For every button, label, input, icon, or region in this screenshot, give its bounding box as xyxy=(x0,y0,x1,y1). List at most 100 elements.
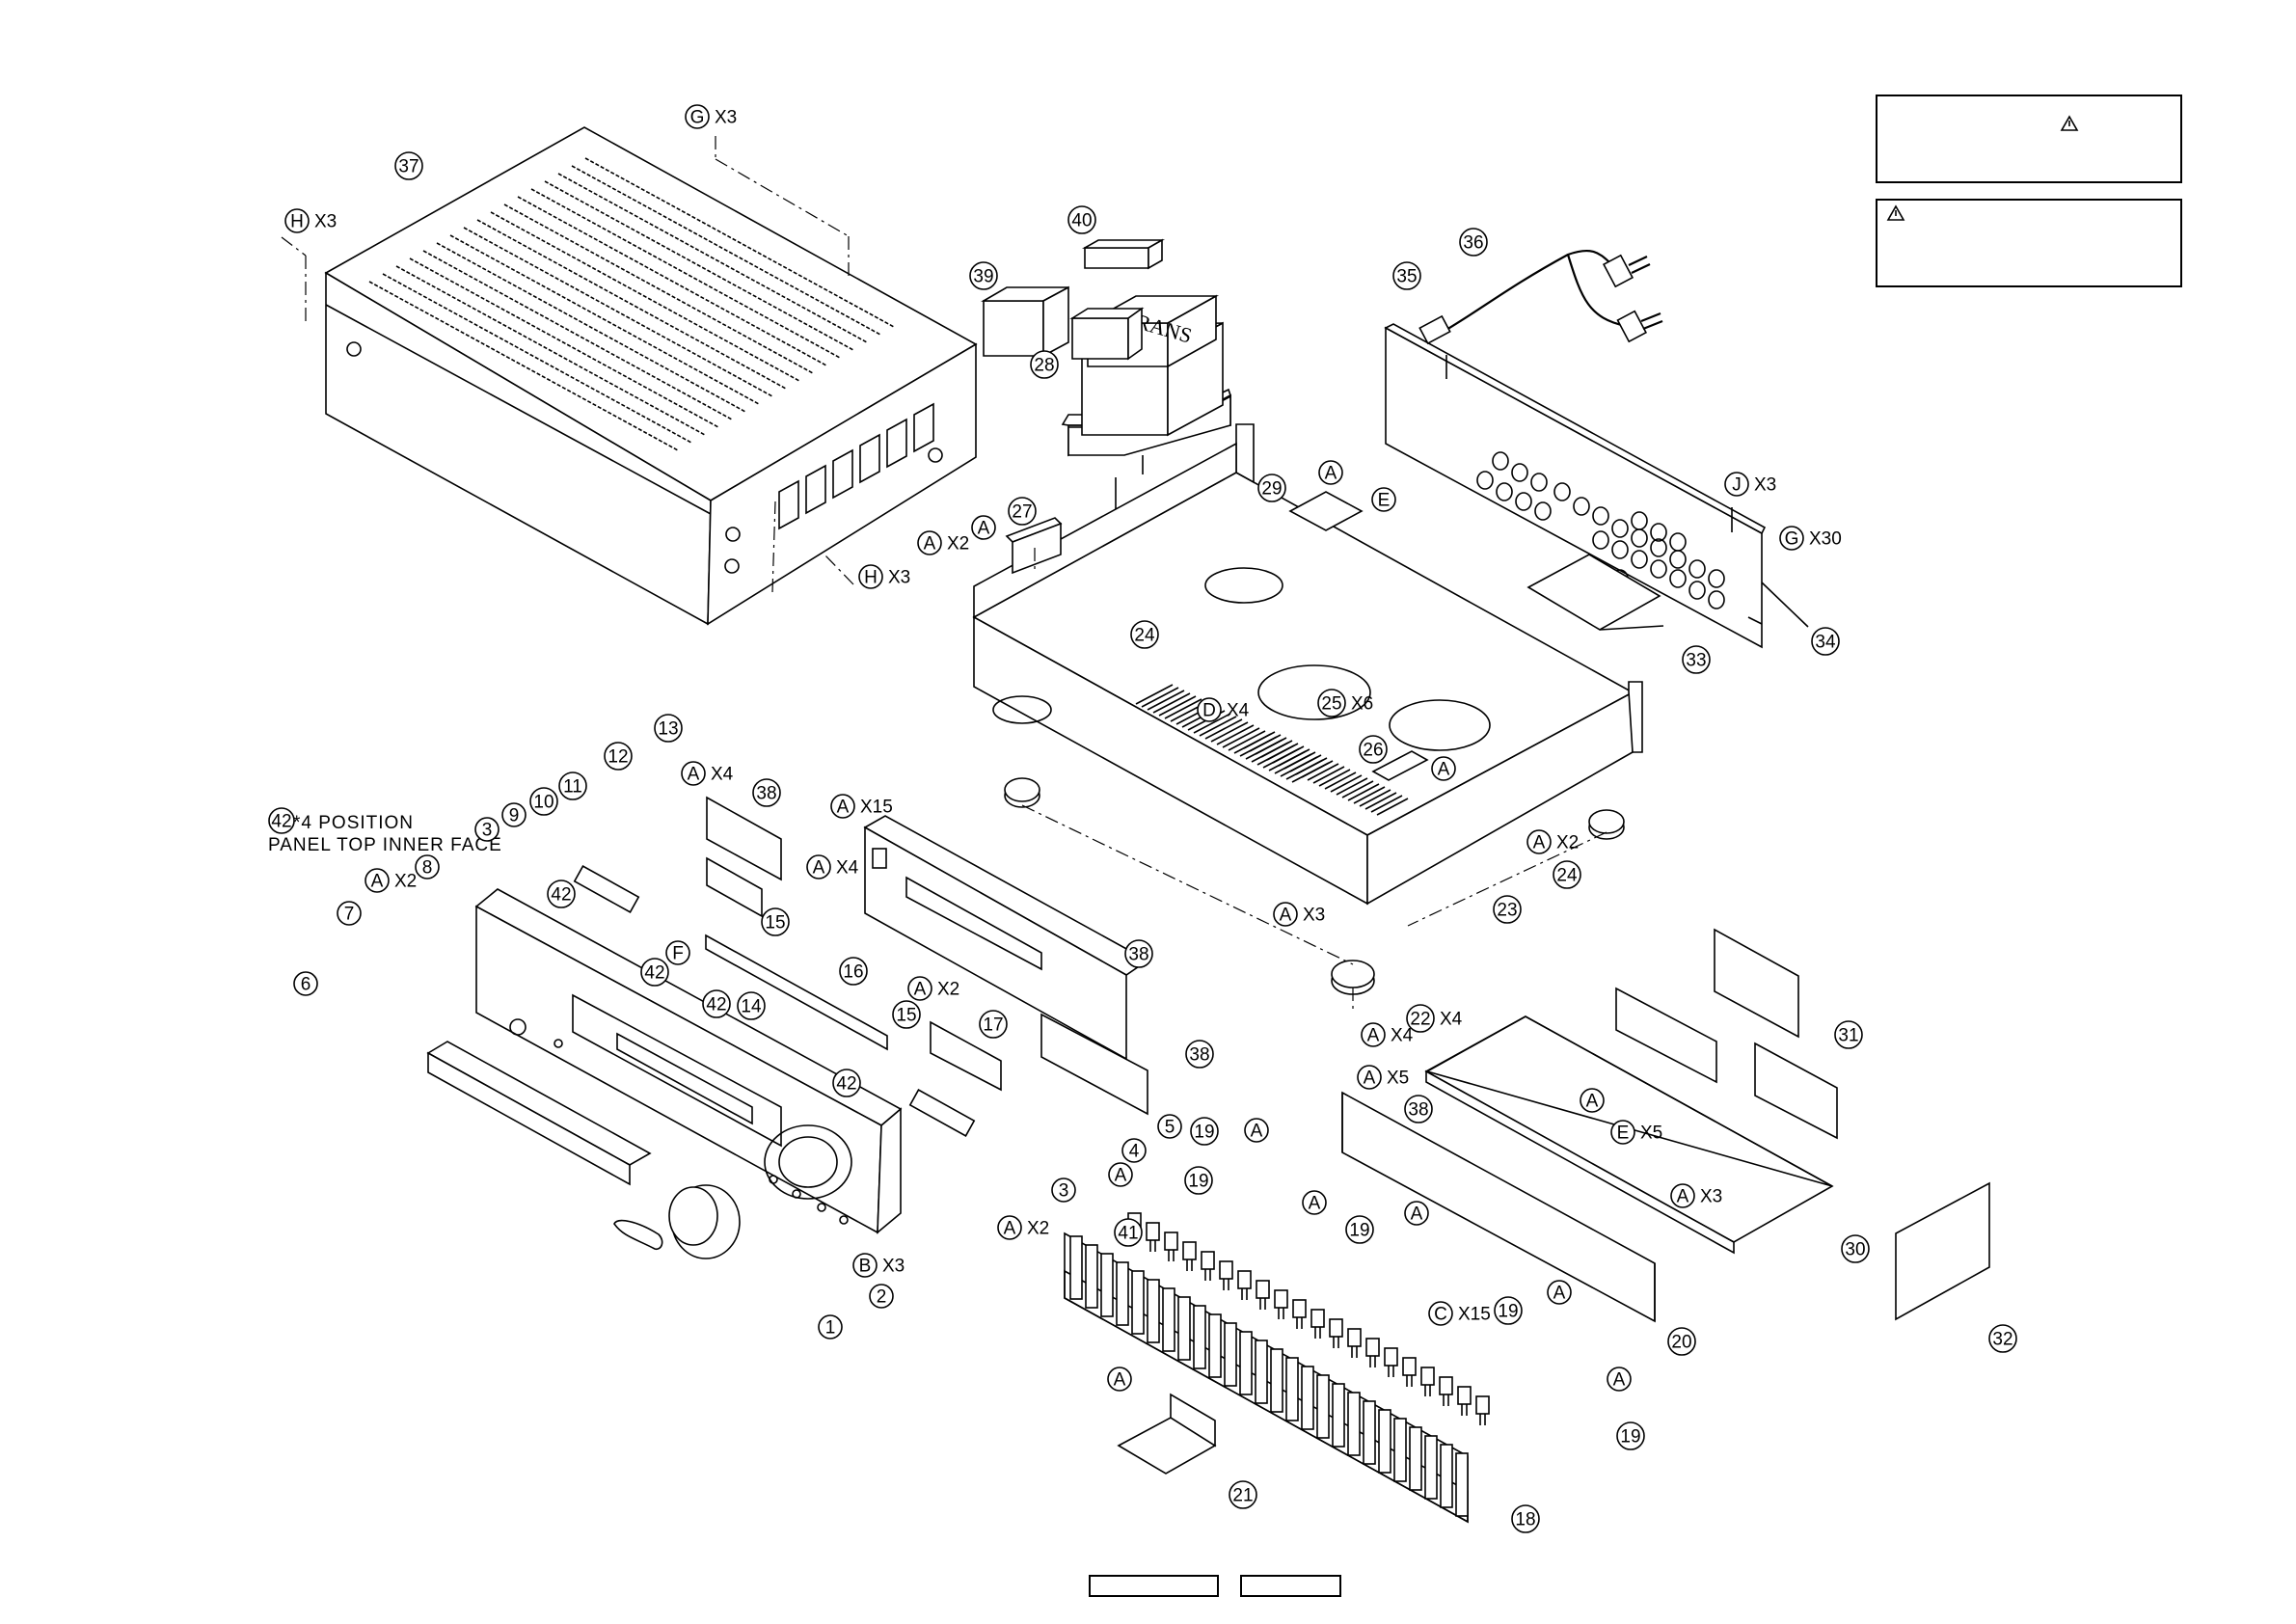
callout-label: 18 xyxy=(1515,1510,1535,1530)
callout-p24a: 24 xyxy=(1130,620,1159,649)
callout-qty: X3 xyxy=(715,108,737,128)
note-line-1: *4 POSITION xyxy=(293,813,414,833)
callout-label: A xyxy=(1309,1194,1321,1214)
callout-label: B xyxy=(859,1257,872,1277)
callout-circle xyxy=(1359,735,1388,764)
callout-circle xyxy=(1841,1234,1870,1263)
callout-circle xyxy=(1511,1504,1540,1533)
callout-circle xyxy=(830,794,855,819)
callout-circle xyxy=(1318,460,1343,485)
callout-circle xyxy=(1404,1201,1429,1226)
callout-circle xyxy=(971,515,996,540)
callout-circle xyxy=(604,742,633,771)
callout-label: 32 xyxy=(1992,1330,2012,1350)
callout-circle xyxy=(558,771,587,800)
callout-circle xyxy=(681,761,706,786)
callout-qty: X3 xyxy=(314,212,337,232)
callout-label: A xyxy=(914,980,927,1000)
callout-pH2: H X3 xyxy=(858,564,910,589)
callout-circle xyxy=(907,976,932,1001)
callout-p38b: 38 xyxy=(1124,939,1153,968)
callout-label: E xyxy=(1378,491,1391,511)
callout-label: 41 xyxy=(1118,1224,1138,1244)
callout-p26: 26 xyxy=(1359,735,1388,764)
callout-label: H xyxy=(864,568,878,588)
callout-circle xyxy=(858,564,883,589)
callout-p10: 10 xyxy=(529,787,558,816)
callout-pA10: A X3 xyxy=(1273,902,1325,927)
footer-box-left xyxy=(1089,1575,1219,1597)
legend-box-bottom xyxy=(1876,199,2182,287)
callout-p32: 32 xyxy=(1988,1324,2017,1353)
callout-label: 17 xyxy=(983,1015,1003,1036)
callout-label: A xyxy=(837,798,850,818)
callout-label: A xyxy=(1280,906,1292,926)
callout-label: 42 xyxy=(551,885,571,906)
callout-label: 30 xyxy=(1845,1240,1865,1260)
callout-circle xyxy=(1607,1367,1632,1392)
callout-label: 23 xyxy=(1497,901,1517,921)
callout-p23: 23 xyxy=(1493,895,1522,924)
callout-qty: X4 xyxy=(836,858,859,879)
callout-pA16: A xyxy=(1108,1162,1133,1187)
callout-p6: 6 xyxy=(293,971,318,996)
callout-label: 38 xyxy=(1408,1100,1428,1121)
callout-circle xyxy=(997,1215,1022,1240)
callout-p37: 37 xyxy=(394,151,423,180)
rear-board-33 xyxy=(1526,554,1664,631)
callout-p34: 34 xyxy=(1811,627,1840,656)
callout-label: 19 xyxy=(1194,1123,1214,1143)
callout-label: 19 xyxy=(1188,1172,1208,1192)
callout-label: A xyxy=(1004,1219,1016,1239)
callout-circle xyxy=(852,1253,878,1278)
callout-p7: 7 xyxy=(337,901,362,926)
callout-pA15: A xyxy=(1244,1118,1269,1143)
callout-label: C xyxy=(1434,1305,1447,1325)
callout-pA17: A xyxy=(1302,1190,1327,1215)
callout-circle xyxy=(1406,1004,1435,1033)
callout-qty: X3 xyxy=(1303,906,1325,926)
callout-circle xyxy=(869,1284,894,1309)
callout-p40: 40 xyxy=(1067,205,1096,234)
callout-p13: 13 xyxy=(654,714,683,743)
callout-p29: 29 xyxy=(1257,474,1286,502)
callout-label: 38 xyxy=(1128,945,1148,965)
callout-label: 34 xyxy=(1815,633,1836,653)
callout-label: 38 xyxy=(1189,1045,1209,1066)
callout-p18: 18 xyxy=(1511,1504,1540,1533)
callout-circle xyxy=(529,787,558,816)
callout-qty: X4 xyxy=(711,765,734,785)
callout-label: 13 xyxy=(658,719,678,740)
callout-label: A xyxy=(1586,1092,1599,1112)
callout-circle xyxy=(1811,627,1840,656)
callout-label: 6 xyxy=(301,975,311,995)
callout-circle xyxy=(1610,1120,1635,1145)
heat-sink-cover-20 xyxy=(1341,1091,1656,1323)
callout-label: J xyxy=(1732,475,1742,496)
callout-qty: X2 xyxy=(1556,833,1579,853)
callout-circle xyxy=(1553,860,1581,889)
callout-circle xyxy=(1616,1421,1645,1450)
callout-qty: X3 xyxy=(888,568,910,588)
callout-label: A xyxy=(1251,1122,1263,1142)
callout-p3a: 3 xyxy=(474,817,500,842)
callout-circle xyxy=(547,880,576,908)
callout-label: 19 xyxy=(1498,1302,1518,1322)
speaker-terminal-board xyxy=(1615,928,1838,1140)
callout-p11: 11 xyxy=(558,771,587,800)
callout-circle xyxy=(1493,895,1522,924)
callout-circle xyxy=(1185,1040,1214,1069)
callout-label: 37 xyxy=(398,157,419,177)
callout-qty: X2 xyxy=(937,980,959,1000)
power-cord xyxy=(1418,249,1663,345)
callout-label: 39 xyxy=(973,267,993,287)
callout-pA6: A xyxy=(1431,756,1456,781)
